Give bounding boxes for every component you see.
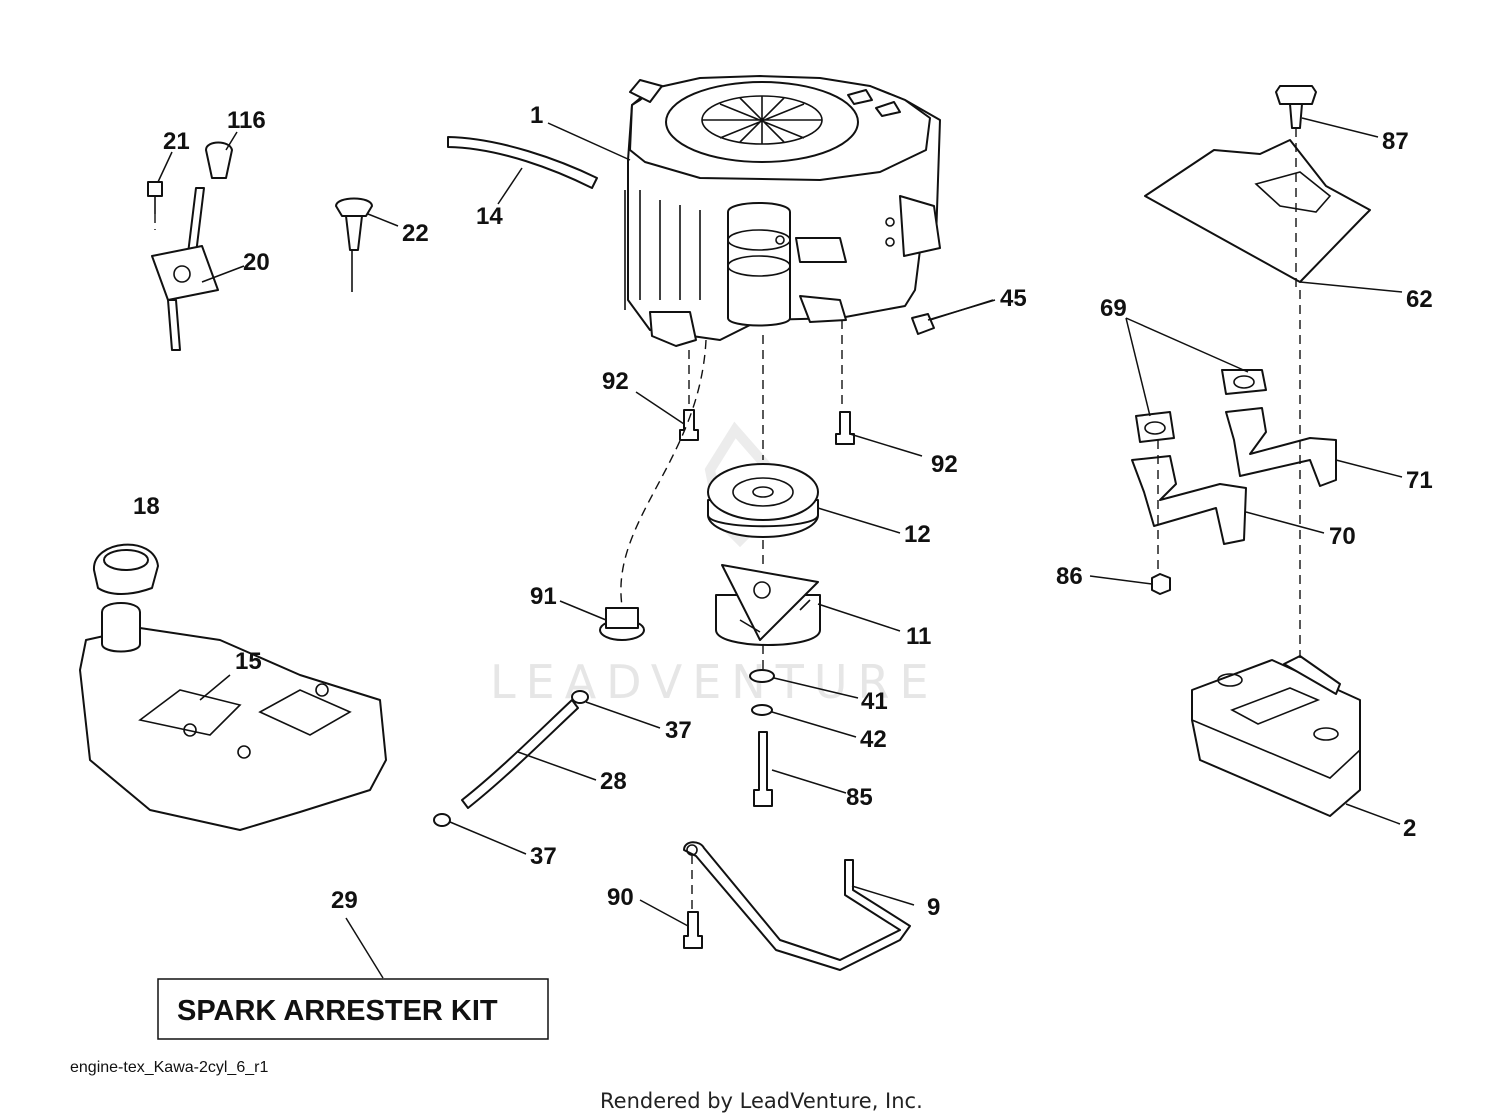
callout-45[interactable]: 45	[1000, 285, 1027, 312]
watermark-text: LEADVENTURE	[490, 655, 939, 709]
callout-37-bottom[interactable]: 37	[530, 843, 557, 870]
muffler-part[interactable]	[1191, 655, 1361, 817]
callout-18[interactable]: 18	[133, 493, 160, 520]
leader-lines	[157, 117, 1403, 979]
gasket-part[interactable]	[1135, 369, 1267, 443]
spacer-part[interactable]	[599, 607, 645, 641]
spark-arrester-kit-box[interactable]: SPARK ARRESTER KIT	[157, 978, 549, 1040]
callout-86[interactable]: 86	[1056, 563, 1083, 590]
callout-9[interactable]: 9	[927, 894, 940, 921]
washer-42-part[interactable]	[751, 704, 773, 716]
callout-37-top[interactable]: 37	[665, 717, 692, 744]
nut-part[interactable]	[1151, 573, 1171, 595]
heat-shield-part[interactable]	[1144, 139, 1371, 283]
spark-arrester-kit-label: SPARK ARRESTER KIT	[177, 995, 498, 1027]
clutch-part[interactable]	[715, 564, 821, 646]
bolt-90-part[interactable]	[683, 911, 703, 949]
callout-70[interactable]: 70	[1329, 523, 1356, 550]
hose-part[interactable]	[447, 136, 598, 189]
callout-87[interactable]: 87	[1382, 128, 1409, 155]
callout-92-right[interactable]: 92	[931, 451, 958, 478]
callout-12[interactable]: 12	[904, 521, 931, 548]
callout-2[interactable]: 2	[1403, 815, 1416, 842]
callout-15[interactable]: 15	[235, 648, 262, 675]
callout-62[interactable]: 62	[1406, 286, 1433, 313]
engine-part[interactable]	[624, 75, 941, 347]
exhaust-pipe-71-part[interactable]	[1225, 407, 1337, 487]
callout-69[interactable]: 69	[1100, 295, 1127, 322]
callout-116[interactable]: 116	[227, 107, 266, 134]
diagram-id: engine-tex_Kawa-2cyl_6_r1	[70, 1059, 268, 1076]
bolt-85-part[interactable]	[753, 731, 773, 807]
bracket-part[interactable]	[683, 841, 911, 971]
callout-90[interactable]: 90	[607, 884, 634, 911]
callout-14[interactable]: 14	[476, 203, 503, 230]
throttle-control-part[interactable]	[147, 141, 233, 351]
callout-21[interactable]: 21	[163, 128, 190, 155]
rendered-by-credit: Rendered by LeadVenture, Inc.	[600, 1089, 923, 1113]
callout-42[interactable]: 42	[860, 726, 887, 753]
bolt-92-right-part[interactable]	[835, 411, 855, 445]
callout-92-left[interactable]: 92	[602, 368, 629, 395]
callout-29[interactable]: 29	[331, 887, 358, 914]
callout-1[interactable]: 1	[530, 102, 543, 129]
washer-41-part[interactable]	[749, 669, 775, 683]
bolt-92-left-part[interactable]	[679, 409, 699, 441]
callout-labels: 1 116 21 22 14 20 45 87 62 69 92 92 71 1…	[133, 102, 1433, 921]
bolt-45-part[interactable]	[911, 299, 996, 335]
callout-22[interactable]: 22	[402, 220, 429, 247]
choke-knob-part[interactable]	[335, 197, 373, 293]
callout-91[interactable]: 91	[530, 583, 557, 610]
fuel-line-part[interactable]	[433, 690, 589, 827]
knob-87-part[interactable]	[1275, 85, 1317, 129]
callout-20[interactable]: 20	[243, 249, 270, 276]
assembly-lines	[154, 128, 1301, 910]
callout-11[interactable]: 11	[906, 623, 931, 650]
exhaust-pipe-70-part[interactable]	[1131, 455, 1247, 545]
callout-41[interactable]: 41	[861, 688, 888, 715]
callout-71[interactable]: 71	[1406, 467, 1433, 494]
fuel-tank-part[interactable]	[79, 602, 387, 831]
callout-28[interactable]: 28	[600, 768, 627, 795]
pulley-part[interactable]	[707, 463, 819, 538]
fuel-cap-part[interactable]	[92, 543, 159, 595]
watermark: LEADVENTURE	[490, 421, 939, 709]
callout-85[interactable]: 85	[846, 784, 873, 811]
